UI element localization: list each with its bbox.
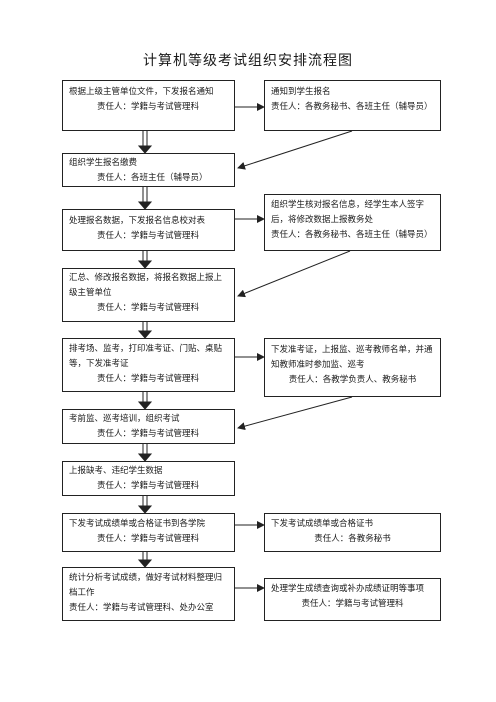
step-5-box: 排考场、监考，打印准考证、门贴、桌贴等，下发准考证 责任人：学籍与考试管理科 [62,338,235,392]
side-4-text: 下发考试成绩单或合格证书 [271,519,374,529]
flowchart-title: 计算机等级考试组织安排流程图 [143,53,353,69]
down-arrow-5-6 [137,392,153,410]
side-1-box: 通知到学生报名 责任人：各教务秘书、各班主任（辅导员） [264,80,441,131]
step-1-responsible: 责任人：学籍与考试管理科 [97,102,200,112]
down-arrow-6-7 [137,444,153,462]
step-1-text: 根据上级主管单位文件，下发报名通知 [69,87,214,97]
step-7-responsible: 责任人：学籍与考试管理科 [97,481,200,491]
return-arrow-2 [237,250,351,298]
step-7-text: 上报缺考、违纪学生数据 [69,466,163,476]
side-4-box: 下发考试成绩单或合格证书 责任人：各教务秘书 [264,513,441,552]
side-3-box: 下发准考证，上报监、巡考教师名单，并通知教师准时参加监、巡考 责任人：各教学负责… [264,338,441,397]
step-2-box: 组织学生报名缴费 责任人：各班主任（辅导员） [62,153,235,187]
side-2-responsible: 责任人：各教务秘书、各班主任（辅导员） [271,230,433,240]
side-2-box: 组织学生核对报名信息，经学生本人签字后，将修改数据上报教务处 责任人：各教务秘书… [264,194,441,251]
return-arrow-3 [237,396,353,431]
step-4-responsible: 责任人：学籍与考试管理科 [97,303,200,313]
side-1-responsible: 责任人：各教务秘书、各班主任（辅导员） [271,102,433,112]
side-5-box: 处理学生成绩查询或补办成绩证明等事项 责任人：学籍与考试管理科 [264,578,441,621]
down-arrow-1-2 [137,131,153,154]
step-8-box: 下发考试成绩单或合格证书到各学院 责任人：学籍与考试管理科 [62,513,235,552]
down-arrow-7-8 [137,496,153,514]
side-5-responsible: 责任人：学籍与考试管理科 [301,599,404,609]
down-arrow-4-5 [137,322,153,339]
step-2-text: 组织学生报名缴费 [69,158,138,168]
step-4-box: 汇总、修改报名数据，将报名数据上报上级主管单位 责任人：学籍与考试管理科 [62,268,235,322]
down-arrow-2-3 [137,187,153,210]
step-6-text: 考前监、巡考培训，组织考试 [69,414,180,424]
side-1-text: 通知到学生报名 [271,87,331,97]
step-6-responsible: 责任人：学籍与考试管理科 [97,429,200,439]
side-2-text: 组织学生核对报名信息，经学生本人签字后，将修改数据上报教务处 [271,200,425,225]
step-6-box: 考前监、巡考培训，组织考试 责任人：学籍与考试管理科 [62,409,235,444]
step-5-text: 排考场、监考，打印准考证、门贴、桌贴等，下发准考证 [69,344,223,369]
step-9-responsible: 责任人：学籍与考试管理科、处办公室 [69,603,214,613]
side-3-text: 下发准考证，上报监、巡考教师名单，并通知教师准时参加监、巡考 [271,345,433,370]
side-3-responsible: 责任人：各教学负责人、教务秘书 [288,375,417,385]
down-arrow-8-9 [137,552,153,568]
step-8-text: 下发考试成绩单或合格证书到各学院 [69,519,206,529]
step-3-responsible: 责任人：学籍与考试管理科 [97,231,200,241]
step-4-text: 汇总、修改报名数据，将报名数据上报上级主管单位 [69,273,223,298]
step-9-text: 统计分析考试成绩，做好考试材料整理归档工作 [69,573,223,598]
return-arrow-1 [237,130,353,170]
down-arrow-3-4 [137,251,153,269]
step-9-box: 统计分析考试成绩，做好考试材料整理归档工作 责任人：学籍与考试管理科、处办公室 [62,567,235,621]
step-2-responsible: 责任人：各班主任（辅导员） [97,173,208,183]
step-8-responsible: 责任人：学籍与考试管理科 [97,534,200,544]
step-7-box: 上报缺考、违纪学生数据 责任人：学籍与考试管理科 [62,461,235,496]
step-3-box: 处理报名数据，下发报名信息校对表 责任人：学籍与考试管理科 [62,209,235,251]
side-5-text: 处理学生成绩查询或补办成绩证明等事项 [271,584,425,594]
step-5-responsible: 责任人：学籍与考试管理科 [97,374,200,384]
step-1-box: 根据上级主管单位文件，下发报名通知 责任人：学籍与考试管理科 [62,80,235,131]
side-4-responsible: 责任人：各教务秘书 [314,534,391,544]
step-3-text: 处理报名数据，下发报名信息校对表 [69,216,206,226]
